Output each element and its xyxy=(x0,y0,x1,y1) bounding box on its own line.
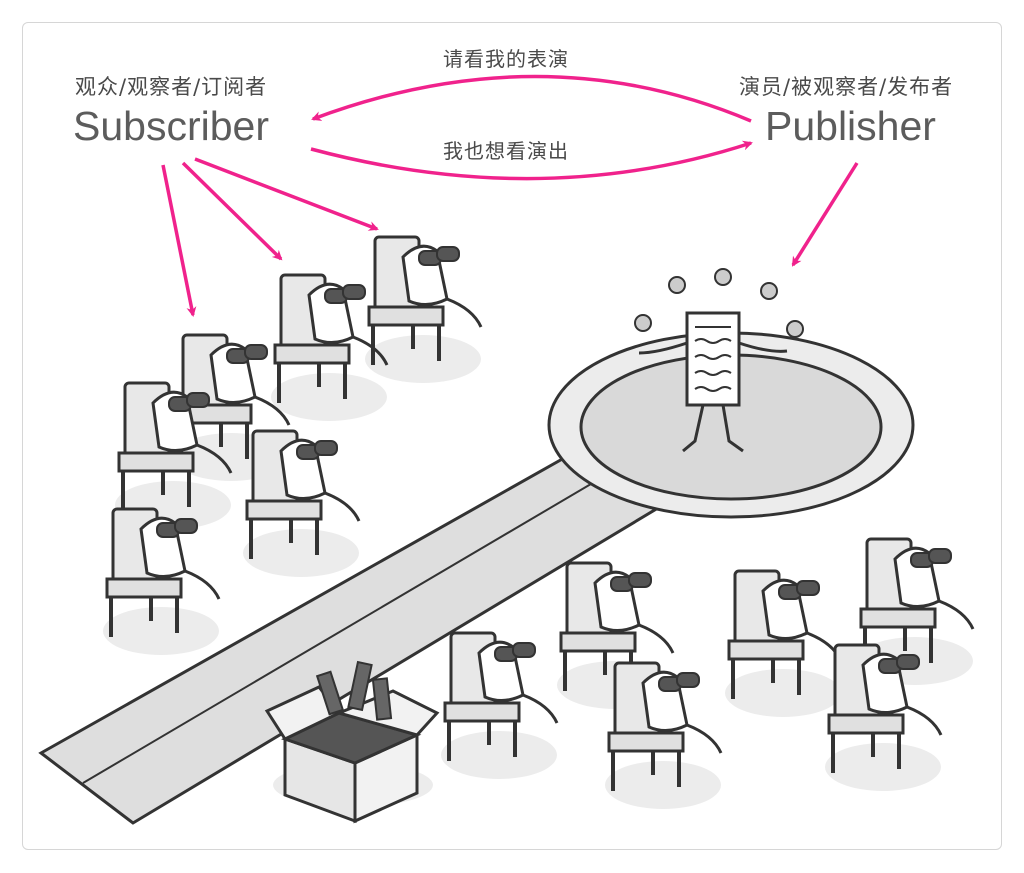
publisher-title: Publisher xyxy=(765,103,936,149)
arrow-subscriber-to-viewer xyxy=(194,157,379,231)
box-icon xyxy=(264,660,440,824)
observer-pattern-illustration xyxy=(38,74,1001,825)
juggling-ball-icon xyxy=(634,268,804,338)
viewer-binoculars xyxy=(441,633,557,779)
viewer-binoculars xyxy=(725,571,841,717)
arrow-subscriber-to-viewer xyxy=(161,164,197,317)
arrow-subscriber-to-viewer xyxy=(181,161,283,261)
publisher-caption: 演员/被观察者/发布者 xyxy=(739,75,954,99)
illustration-frame: 观众/观察者/订阅者 Subscriber 演员/被观察者/发布者 Publis… xyxy=(22,22,1002,850)
arrow-label-top: 请看我的表演 xyxy=(443,47,569,71)
arrow-publisher-to-stage xyxy=(791,162,859,267)
subscriber-title: Subscriber xyxy=(73,103,269,149)
viewer-telescope xyxy=(243,431,359,577)
viewer-binoculars xyxy=(271,275,387,421)
arrow-label-bottom: 我也想看演出 xyxy=(443,139,569,163)
stage xyxy=(547,331,915,519)
viewer-binoculars xyxy=(365,237,481,383)
arrow-publisher-to-subscriber xyxy=(311,74,752,123)
subscriber-caption: 观众/观察者/订阅者 xyxy=(75,75,268,99)
viewer-binoculars xyxy=(103,509,219,655)
document-character-icon xyxy=(638,311,788,453)
viewer-binoculars xyxy=(605,663,721,809)
arrows xyxy=(161,74,859,317)
arrow-subscriber-to-publisher xyxy=(310,140,753,181)
